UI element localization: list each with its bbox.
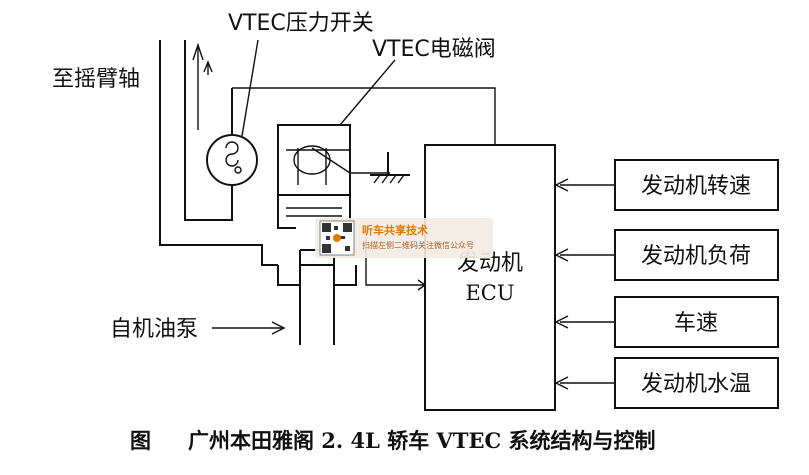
input-vehicle-speed (554, 296, 779, 348)
oil-pump-label: 自机油泵 (110, 317, 198, 342)
watermark: 听车共享技术 扫描左侧二维码关注微信公众号 (315, 218, 493, 258)
rocker-shaft-label: 至摇臂轴 (52, 67, 140, 92)
pressure-switch-leader (241, 39, 259, 137)
ecu-box (424, 144, 556, 411)
switch-signal-wire (232, 87, 496, 145)
solenoid-valve (277, 124, 390, 196)
pressure-switch (206, 88, 258, 186)
ground-icon (370, 152, 410, 184)
input-label: 车速 (674, 311, 718, 336)
caption-text: 广州本田雅阁 2. 4L 轿车 VTEC 系统结构与控制 (188, 428, 656, 453)
spool-valve-body (277, 195, 357, 345)
solenoid-leader (339, 59, 396, 126)
input-label: 发动机水温 (641, 372, 751, 397)
input-engine-speed (554, 159, 779, 211)
caption-prefix: 图 (130, 428, 151, 453)
ecu-label-line2: ECU (465, 281, 514, 305)
oil-pump-inlet (212, 321, 286, 335)
pressure-switch-label: VTEC压力开关 (228, 11, 374, 36)
qr-code-icon (319, 220, 355, 256)
oil-passage-rocker (159, 40, 278, 266)
watermark-subtitle: 扫描左侧二维码关注微信公众号 (362, 240, 474, 250)
solenoid-valve-label: VTEC电磁阀 (372, 37, 496, 62)
input-label: 发动机转速 (641, 174, 751, 199)
input-label: 发动机负荷 (641, 244, 751, 269)
watermark-title: 听车共享技术 (362, 223, 428, 237)
input-coolant-temp (554, 357, 779, 409)
input-engine-load (554, 229, 779, 281)
